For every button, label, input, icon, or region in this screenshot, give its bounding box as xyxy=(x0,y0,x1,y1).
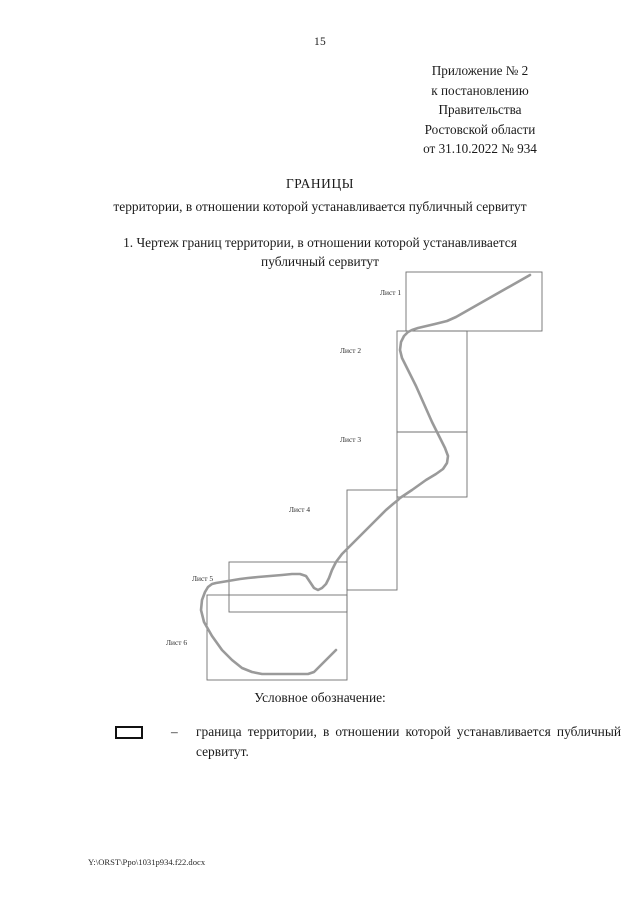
legend-heading: Условное обозначение: xyxy=(254,690,386,705)
appendix-line-4: Ростовской области xyxy=(424,121,536,137)
sheet-label-1: Лист 1 xyxy=(380,288,402,297)
sheet-label-2: Лист 2 xyxy=(340,346,362,355)
appendix-line-1: Приложение № 2 xyxy=(431,63,529,78)
legend-dash: – xyxy=(171,724,178,739)
sheet-label-5: Лист 5 xyxy=(192,574,214,583)
drawing-canvas xyxy=(199,271,543,681)
territory-boundary-polyline xyxy=(199,273,532,676)
sheet-label-3: Лист 3 xyxy=(340,435,362,444)
sheet-label-4: Лист 4 xyxy=(289,505,311,514)
section-heading: 1. Чертеж границ территории, в отношении… xyxy=(123,235,517,269)
appendix-line-5: от 31.10.2022 № 934 xyxy=(423,141,537,156)
boundary-drawing: Лист 1 Лист 2 Лист 3 Лист 4 Лист 5 Лист 6 xyxy=(150,262,570,692)
sheet-rectangle xyxy=(396,330,468,433)
sheet-rectangles-group xyxy=(206,271,543,681)
appendix-reference-block: Приложение № 2 к постановлению Правитель… xyxy=(380,61,580,159)
boundary-swatch-icon xyxy=(115,726,143,739)
sheet-label-6: Лист 6 xyxy=(166,638,188,647)
page-subtitle: территории, в отношении которой устанавл… xyxy=(113,199,527,214)
footer-file-path: Y:\ORST\Ppo\1031p934.f22.docx xyxy=(88,857,206,867)
appendix-line-3: Правительства xyxy=(438,102,522,117)
legend-description: граница территории, в отношении которой … xyxy=(196,724,621,759)
sheet-rectangle xyxy=(405,271,543,332)
page-number: 15 xyxy=(314,36,326,48)
sheet-rectangle xyxy=(206,594,348,681)
sheet-rectangle xyxy=(396,431,468,498)
appendix-line-2: к постановлению xyxy=(431,82,529,98)
sheet-rectangle xyxy=(346,489,398,591)
page-title: ГРАНИЦЫ xyxy=(285,176,355,191)
sheet-rectangle xyxy=(228,561,348,613)
